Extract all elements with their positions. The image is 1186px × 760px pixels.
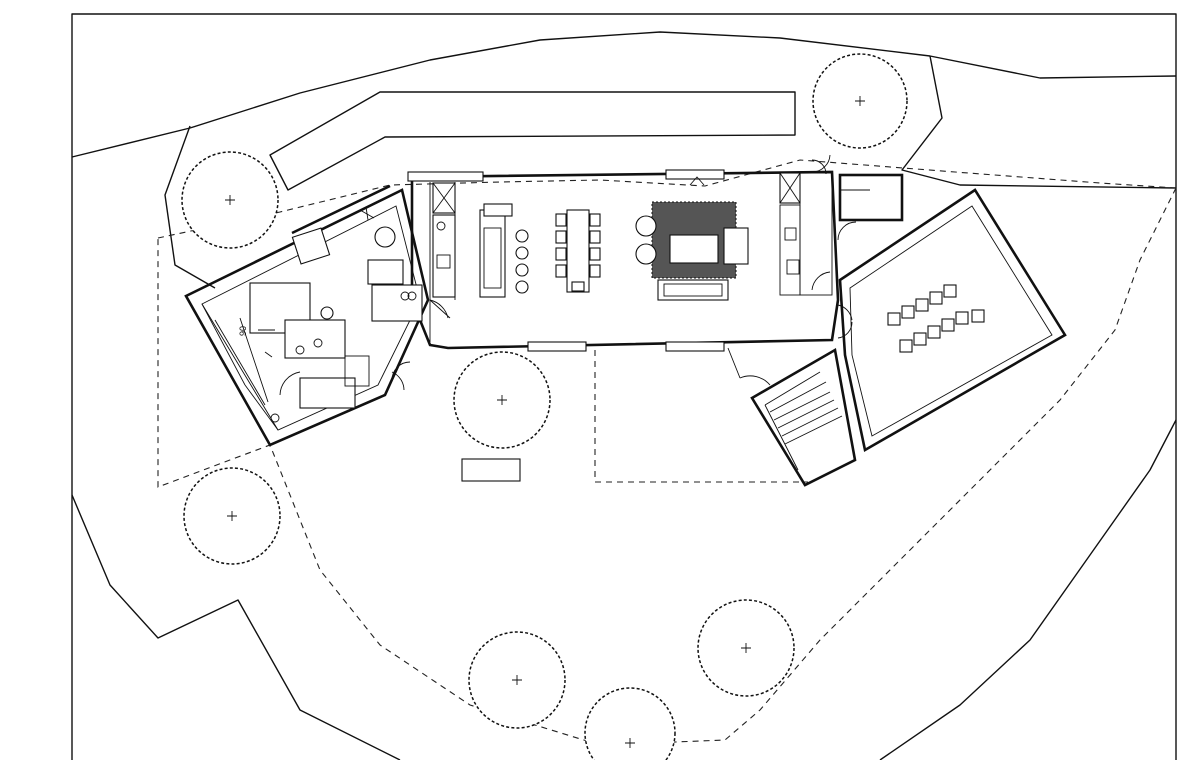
toilet-icon-2 bbox=[270, 413, 280, 423]
living-area bbox=[635, 201, 749, 301]
site-boundary-southeast bbox=[879, 419, 1177, 760]
armchair-1 bbox=[635, 215, 657, 237]
kitchen-counter bbox=[432, 214, 456, 298]
sink-icon bbox=[436, 254, 451, 269]
terrain-wall bbox=[269, 91, 796, 191]
coffee-table bbox=[669, 234, 719, 264]
side-sofa bbox=[723, 227, 749, 265]
lounge-chair bbox=[367, 259, 404, 285]
studio-wing bbox=[837, 188, 1067, 453]
round-chair bbox=[374, 226, 396, 248]
tree-7 bbox=[584, 687, 676, 760]
site-boundary-west bbox=[71, 494, 401, 760]
tree-1 bbox=[812, 53, 908, 149]
cooktop bbox=[483, 203, 513, 217]
bath-vanity bbox=[284, 319, 346, 359]
site-boundary-northwest bbox=[164, 125, 216, 289]
washbasin-icon bbox=[784, 227, 797, 241]
garden-bench bbox=[461, 458, 521, 482]
window-north-1 bbox=[407, 171, 484, 182]
tree-3 bbox=[453, 351, 551, 449]
window-swing-icon bbox=[689, 176, 705, 186]
tree-5 bbox=[697, 599, 795, 697]
wardrobe-counter bbox=[371, 284, 423, 322]
window-north-2 bbox=[665, 169, 725, 180]
kitchen bbox=[429, 182, 529, 319]
tree-6 bbox=[468, 631, 566, 729]
door-swing-bath bbox=[811, 154, 831, 175]
window-south-1 bbox=[527, 341, 587, 352]
window-south-2 bbox=[665, 341, 725, 352]
drawing-frame bbox=[71, 13, 1177, 760]
armchair-2 bbox=[635, 243, 657, 265]
bathroom-block bbox=[779, 154, 904, 296]
door-swing-entry bbox=[391, 371, 405, 391]
workstations bbox=[887, 284, 985, 353]
dining-table bbox=[566, 209, 590, 293]
dimension-label: 90 bbox=[238, 326, 248, 336]
bedroom-desk bbox=[291, 227, 331, 265]
main-pavilion bbox=[407, 169, 840, 352]
tree-2 bbox=[181, 151, 279, 249]
tree-4 bbox=[183, 467, 281, 565]
toilet-icon bbox=[786, 259, 800, 275]
property-line-dashed bbox=[157, 159, 1177, 746]
stair-block bbox=[727, 347, 857, 487]
bedroom-wing: 90 bbox=[184, 184, 430, 447]
site-boundary-north bbox=[71, 31, 1177, 158]
terrace-line-dashed bbox=[594, 350, 808, 483]
door-swing-kitchen bbox=[429, 299, 451, 319]
sofa bbox=[657, 279, 729, 301]
terrain-contour-ne bbox=[901, 55, 1177, 189]
dining-area bbox=[555, 209, 601, 293]
bathtub bbox=[299, 377, 356, 409]
